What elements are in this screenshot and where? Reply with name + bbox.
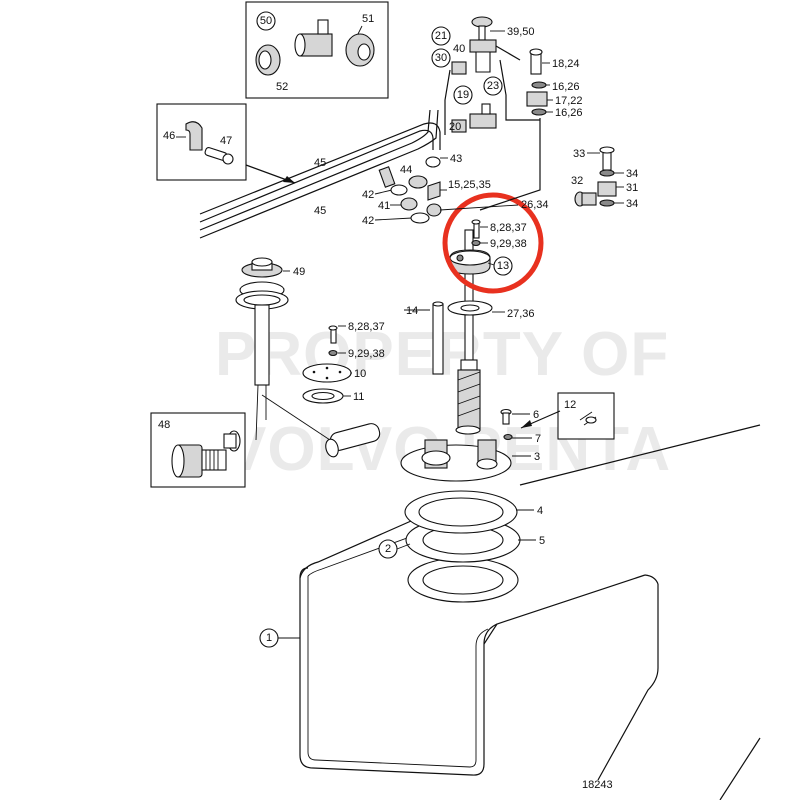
svg-text:9,29,38: 9,29,38: [490, 238, 527, 250]
detail-box-50-52: 50 51 52: [245, 1, 389, 99]
tube-14: 14: [404, 301, 444, 375]
level-sender-49: 49: [235, 257, 381, 458]
svg-text:41: 41: [378, 200, 390, 212]
svg-text:33: 33: [573, 148, 585, 160]
svg-text:16,26: 16,26: [552, 81, 580, 93]
svg-text:18,24: 18,24: [552, 58, 580, 70]
callout-4: 4: [516, 505, 543, 517]
callout-2: 2: [378, 539, 411, 559]
svg-text:49: 49: [293, 266, 305, 278]
svg-text:42: 42: [362, 189, 374, 201]
detail-box-12: 12: [520, 392, 615, 440]
flange-plate: [400, 439, 512, 482]
svg-text:14: 14: [406, 305, 418, 317]
svg-text:7: 7: [535, 433, 541, 445]
svg-text:44: 44: [400, 164, 412, 176]
detail-box-46-47: 46 47: [156, 103, 296, 184]
gasket-27: 27,36: [447, 300, 535, 320]
callout-3: 3: [512, 451, 540, 463]
svg-text:8,28,37: 8,28,37: [348, 321, 385, 333]
svg-text:1: 1: [266, 632, 272, 644]
svg-text:23: 23: [487, 80, 499, 92]
screw-6: 6 7: [500, 408, 541, 445]
callout-5: 5: [518, 535, 545, 547]
svg-text:32: 32: [571, 175, 583, 187]
svg-text:40: 40: [453, 43, 465, 55]
svg-text:39,50: 39,50: [507, 26, 535, 38]
banjo-group-right: 33 34 32 31 34: [571, 146, 638, 210]
svg-text:48: 48: [158, 419, 170, 431]
svg-text:21: 21: [435, 30, 447, 42]
svg-text:34: 34: [626, 168, 638, 180]
drawing-number: 18243: [582, 779, 613, 791]
svg-text:26,34: 26,34: [521, 199, 549, 211]
flange-ring-lower: [404, 490, 521, 603]
svg-text:43: 43: [450, 153, 462, 165]
fitting-13: 8,28,37 9,29,38 13: [449, 219, 527, 276]
callout-1: 1: [259, 628, 300, 648]
svg-text:3: 3: [534, 451, 540, 463]
fuel-line-45: 45 45: [199, 109, 441, 239]
svg-text:51: 51: [362, 13, 374, 25]
svg-text:47: 47: [220, 135, 232, 147]
svg-text:20: 20: [449, 121, 461, 133]
svg-text:17,22: 17,22: [555, 95, 583, 107]
svg-text:15,25,35: 15,25,35: [448, 179, 491, 191]
svg-text:46: 46: [163, 130, 175, 142]
detail-box-48: 48: [150, 412, 246, 488]
svg-text:30: 30: [435, 52, 447, 64]
svg-text:5: 5: [539, 535, 545, 547]
svg-text:12: 12: [564, 399, 576, 411]
svg-text:19: 19: [457, 89, 469, 101]
banjo-group: 18,24 16,26 17,22 16,26: [479, 48, 583, 211]
svg-text:2: 2: [385, 543, 391, 555]
svg-text:4: 4: [537, 505, 543, 517]
valve-group: 39,50 21 40 30 23 19 20: [431, 16, 540, 135]
fitting-group: 44 43 42 41 42 15,25,35 26,34: [362, 153, 549, 227]
svg-text:10: 10: [354, 368, 366, 380]
svg-text:45: 45: [314, 157, 326, 169]
pickup-tube: [455, 229, 481, 435]
cover-plate-10: 8,28,37 9,29,38 10 11: [302, 321, 385, 404]
svg-text:13: 13: [497, 260, 509, 272]
svg-text:27,36: 27,36: [507, 308, 535, 320]
svg-text:42: 42: [362, 215, 374, 227]
svg-text:52: 52: [276, 81, 288, 93]
svg-text:34: 34: [626, 198, 638, 210]
svg-text:9,29,38: 9,29,38: [348, 348, 385, 360]
svg-text:31: 31: [626, 182, 638, 194]
fuel-tank: [299, 424, 761, 801]
svg-text:8,28,37: 8,28,37: [490, 222, 527, 234]
svg-text:50: 50: [260, 15, 272, 27]
svg-text:16,26: 16,26: [555, 107, 583, 119]
highlight-circle: [442, 192, 544, 294]
svg-text:6: 6: [533, 409, 539, 421]
svg-text:11: 11: [353, 391, 364, 403]
svg-text:45: 45: [314, 205, 326, 217]
